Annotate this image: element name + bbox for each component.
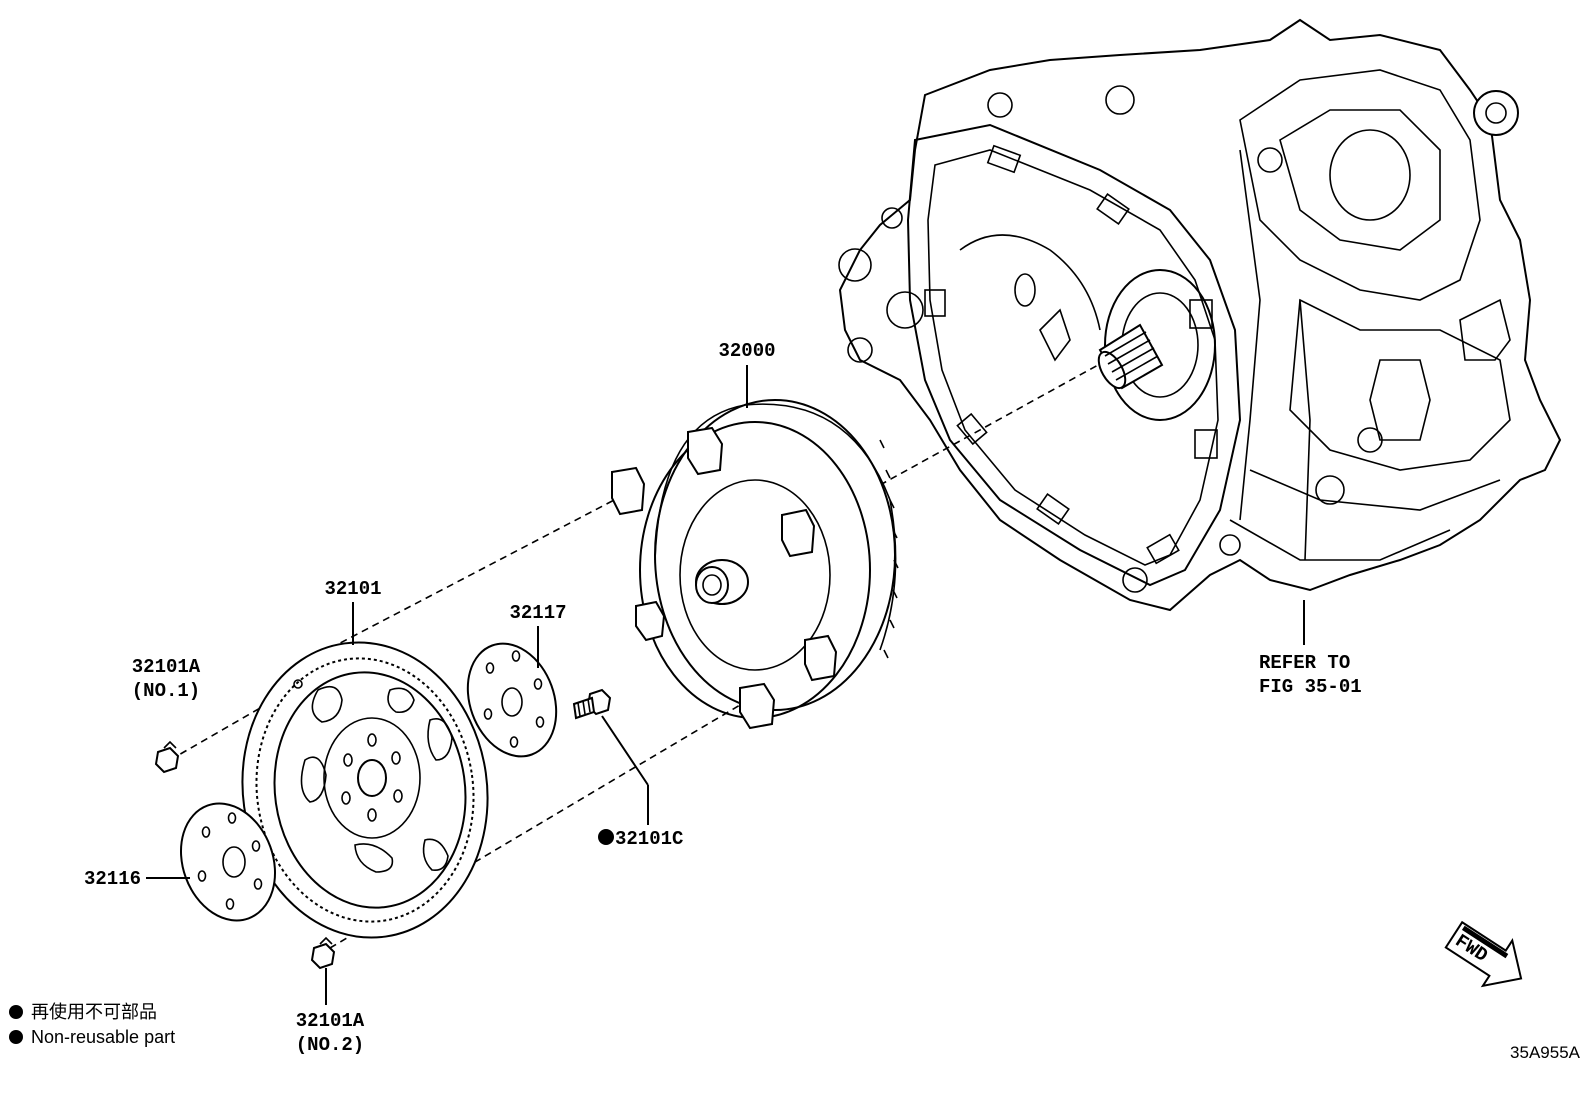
lifting-eye (1473, 90, 1519, 136)
label-32101a-no2-suffix: (NO.2) (296, 1034, 364, 1056)
label-32117: 32117 (509, 602, 566, 624)
legend-japanese: 再使用不可部品 (31, 1002, 157, 1022)
torque-converter (611, 399, 899, 730)
label-32101c: 32101C (615, 828, 683, 850)
legend-bullet (9, 1005, 23, 1019)
label-32101a-no1-suffix: (NO.1) (132, 680, 200, 702)
fwd-arrow: FWD (1444, 920, 1523, 988)
plate-32117 (466, 642, 558, 758)
bolt-32101a-no2 (310, 936, 336, 970)
input-shaft (1097, 269, 1216, 421)
label-32101a-no2: 32101A (296, 1010, 365, 1032)
refer-fig-label: FIG 35-01 (1259, 676, 1362, 698)
legend-english: Non-reusable part (31, 1027, 175, 1047)
non-reusable-marker (598, 829, 614, 845)
label-32000: 32000 (718, 340, 775, 362)
diagram-code: 35A955A (1510, 1043, 1581, 1062)
label-32101: 32101 (324, 578, 381, 600)
legend: 再使用不可部品 Non-reusable part (9, 1002, 175, 1047)
drive-plate (241, 641, 489, 939)
label-32101a-no1: 32101A (132, 656, 201, 678)
legend-bullet (9, 1030, 23, 1044)
transmission-assembly (838, 18, 1562, 645)
label-32116: 32116 (84, 868, 141, 890)
leader-lines (146, 365, 748, 1005)
bolt-32101a-no1 (154, 740, 180, 774)
refer-to-label: REFER TO (1259, 652, 1350, 674)
bolt-32101c (572, 688, 612, 720)
